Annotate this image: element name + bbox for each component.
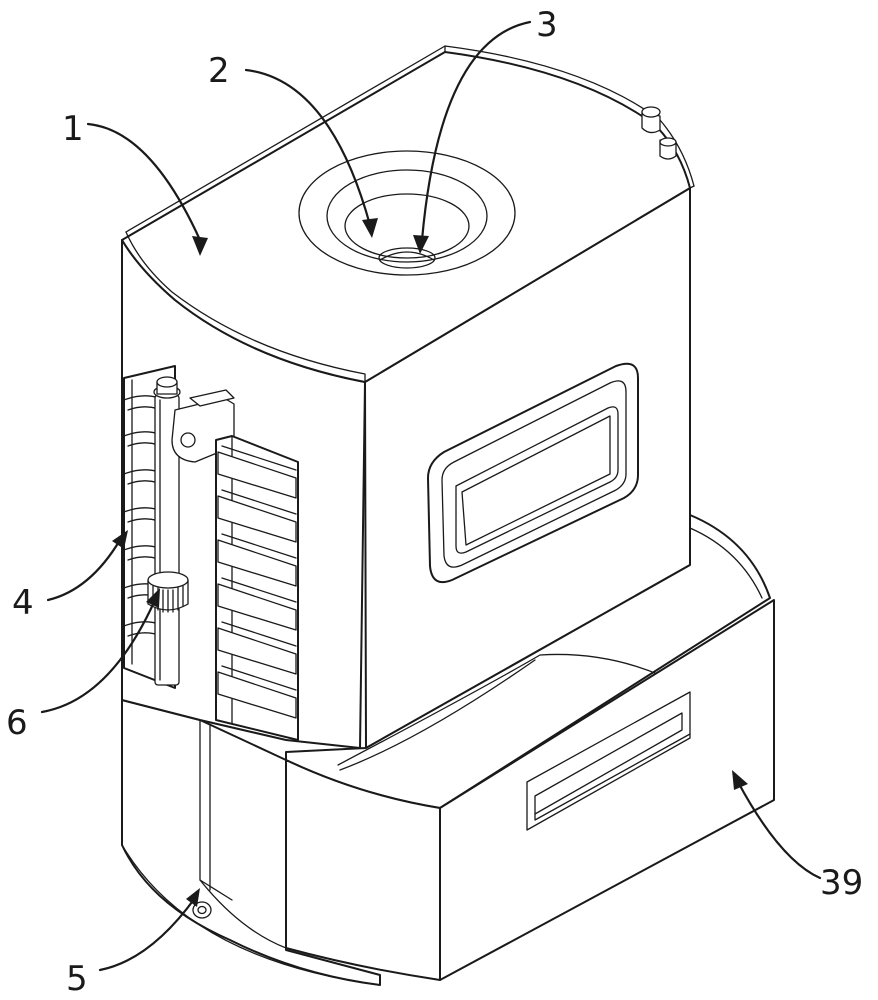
- callout-3: 3: [536, 5, 558, 45]
- drain-bolt: [192, 901, 212, 919]
- callout-39: 39: [820, 863, 863, 903]
- callout-4: 4: [12, 583, 34, 623]
- callout-2: 2: [208, 51, 230, 91]
- leader-lines: [40, 20, 822, 972]
- callout-6: 6: [6, 703, 28, 743]
- callout-labels: 1 2 3 4 6 5 39: [6, 5, 863, 999]
- drawer: [285, 514, 775, 981]
- callout-5: 5: [66, 959, 88, 999]
- right-rib-panel: [215, 435, 299, 741]
- top-knob: [641, 106, 677, 160]
- base-body: [121, 699, 381, 986]
- callout-1: 1: [62, 109, 84, 149]
- viewing-window: [427, 362, 639, 584]
- adjust-rod: [147, 376, 235, 686]
